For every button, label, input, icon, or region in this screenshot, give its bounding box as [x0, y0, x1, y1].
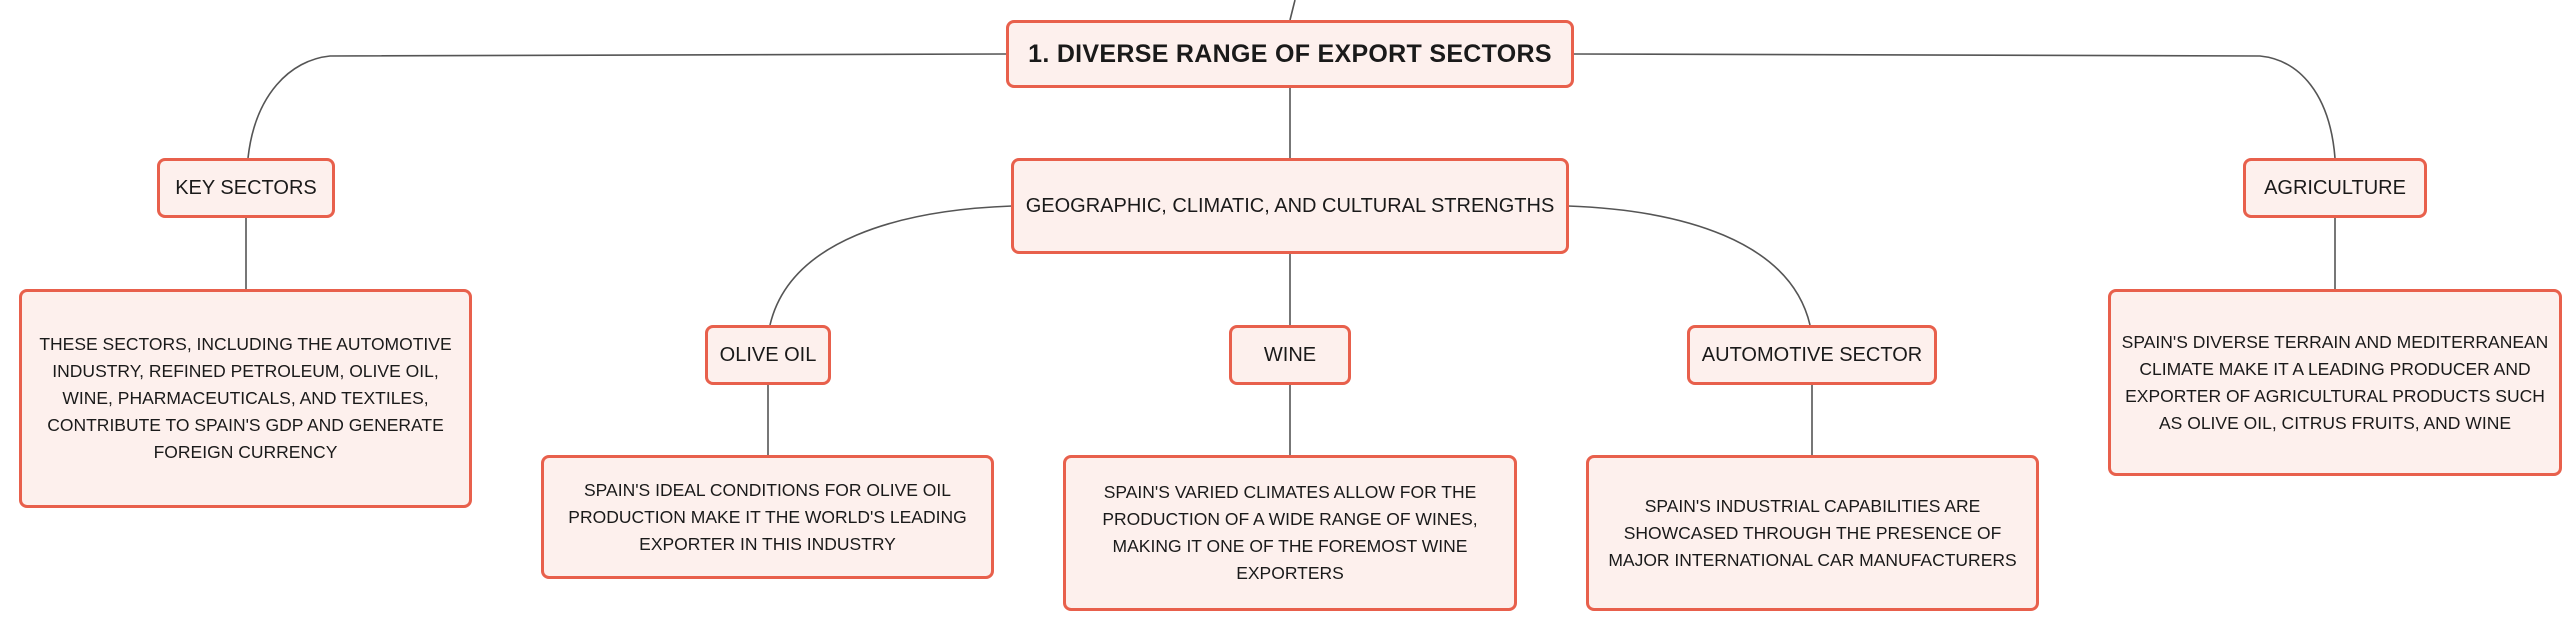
connector-root-to-key-sectors	[247, 53, 1007, 159]
key-sectors-label: KEY SECTORS	[175, 176, 317, 199]
key-sectors-detail[interactable]: THESE SECTORS, INCLUDING THE AUTOMOTIVE …	[19, 289, 472, 508]
wine-detail[interactable]: SPAIN'S VARIED CLIMATES ALLOW FOR THE PR…	[1063, 455, 1517, 611]
key-sectors-node[interactable]: KEY SECTORS	[157, 158, 335, 218]
connector-root-to-agriculture	[1573, 53, 2336, 159]
strengths-label: GEOGRAPHIC, CLIMATIC, AND CULTURAL STREN…	[1025, 194, 1555, 217]
strengths-node[interactable]: GEOGRAPHIC, CLIMATIC, AND CULTURAL STREN…	[1011, 158, 1569, 254]
olive-oil-node[interactable]: OLIVE OIL	[705, 325, 831, 385]
agriculture-node[interactable]: AGRICULTURE	[2243, 158, 2427, 218]
wine-label: WINE	[1263, 343, 1317, 366]
olive-oil-detail-text: SPAIN'S IDEAL CONDITIONS FOR OLIVE OIL P…	[568, 479, 967, 554]
wine-node[interactable]: WINE	[1229, 325, 1351, 385]
wine-detail-text: SPAIN'S VARIED CLIMATES ALLOW FOR THE PR…	[1102, 482, 1478, 583]
automotive-sector-detail[interactable]: SPAIN'S INDUSTRIAL CAPABILITIES ARE SHOW…	[1586, 455, 2039, 611]
automotive-sector-node[interactable]: AUTOMOTIVE SECTOR	[1687, 325, 1937, 385]
agriculture-detail-text: SPAIN'S DIVERSE TERRAIN AND MEDITERRANEA…	[2121, 331, 2549, 433]
connector-strengths-to-olive-oil	[769, 205, 1013, 326]
connector-parent-to-root	[1289, 0, 1296, 21]
root-topic-label: 1. DIVERSE RANGE OF EXPORT SECTORS	[1028, 39, 1552, 68]
automotive-sector-label: AUTOMOTIVE SECTOR	[1701, 343, 1923, 366]
olive-oil-detail[interactable]: SPAIN'S IDEAL CONDITIONS FOR OLIVE OIL P…	[541, 455, 994, 579]
olive-oil-label: OLIVE OIL	[719, 343, 817, 366]
root-topic[interactable]: 1. DIVERSE RANGE OF EXPORT SECTORS	[1006, 20, 1574, 88]
connector-strengths-to-automotive	[1567, 205, 1811, 326]
automotive-sector-detail-text: SPAIN'S INDUSTRIAL CAPABILITIES ARE SHOW…	[1608, 495, 2017, 570]
agriculture-label: AGRICULTURE	[2264, 176, 2406, 199]
key-sectors-detail-text: THESE SECTORS, INCLUDING THE AUTOMOTIVE …	[39, 334, 452, 462]
agriculture-detail[interactable]: SPAIN'S DIVERSE TERRAIN AND MEDITERRANEA…	[2108, 289, 2562, 476]
